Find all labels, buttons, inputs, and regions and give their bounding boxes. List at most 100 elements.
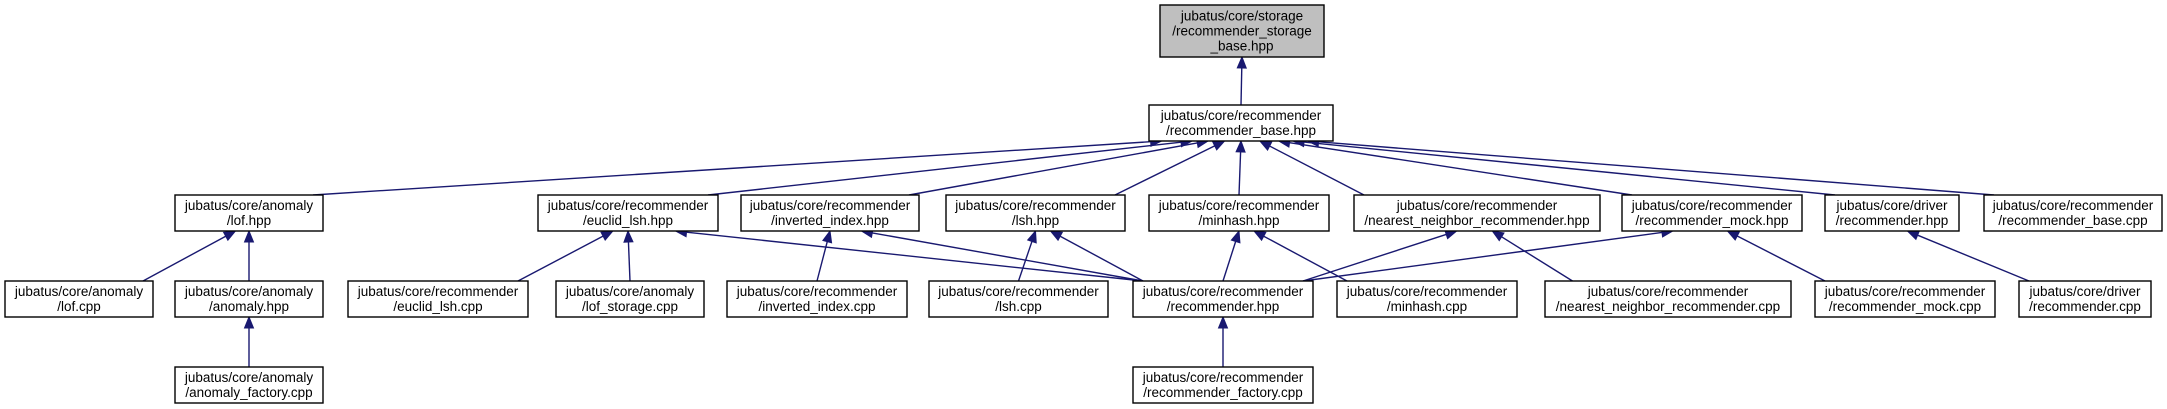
node-box [1132,366,1314,404]
node-label-line: jubatus/core/recommender [954,198,1116,213]
edge-line [627,241,631,282]
arrowhead [1211,140,1226,151]
arrowhead [1235,139,1246,153]
node-driver_rec_cpp[interactable]: jubatus/core/driver/recommender.cpp [2018,280,2152,318]
node-recommender_hpp[interactable]: jubatus/core/recommender/recommender.hpp [1132,280,1314,318]
edge-minhash_cpp-to-minhash_hpp [1252,230,1348,282]
edge-line [1303,141,1836,196]
edge-line [312,140,1151,196]
node-label-line: jubatus/core/anomaly [184,370,314,385]
node-anomaly_lof_hpp[interactable]: jubatus/core/anomaly/lof.hpp [174,194,324,232]
node-label-line: /euclid_lsh.cpp [393,299,482,314]
node-inverted_index_hpp[interactable]: jubatus/core/recommender/inverted_index.… [740,194,920,232]
edge-inverted_index_cpp-to-inverted_index_hpp [816,229,833,282]
node-label-line: jubatus/core/storage [1180,9,1303,24]
edge-line [142,235,227,282]
arrowhead [623,229,634,243]
node-box [928,280,1109,318]
node-box [1132,280,1314,318]
node-label-line: /minhash.hpp [1198,213,1279,228]
node-label-line: jubatus/core/recommender [547,198,709,213]
node-label-line: /anomaly.hpp [209,299,289,314]
node-label-line: jubatus/core/recommender [1631,198,1793,213]
node-label-line: /recommender_mock.cpp [1829,299,1981,314]
edge-line [908,142,1198,196]
edge-minhash_hpp-to-rec_base_hpp [1235,139,1246,196]
node-label-line: jubatus/core/anomaly [14,284,144,299]
node-box [174,366,324,404]
node-label-line: /recommender_storage [1172,24,1312,39]
edge-anomaly_factory_cpp-to-anomaly_hpp [243,315,255,367]
node-box [1544,280,1792,318]
node-box [174,194,324,232]
edge-line [1736,235,1826,282]
arrowhead [1491,230,1505,242]
node-label-line: /nearest_neighbor_recommender.cpp [1556,299,1780,314]
edge-recommender_hpp-to-lsh_hpp [1049,230,1144,282]
edge-anomaly_hpp-to-anomaly_lof_hpp [243,229,255,281]
node-label-line: jubatus/core/recommender [1396,198,1558,213]
node-label-line: jubatus/core/anomaly [565,284,695,299]
node-lof_storage_cpp[interactable]: jubatus/core/anomaly/lof_storage.cpp [555,280,705,318]
node-anomaly_hpp[interactable]: jubatus/core/anomaly/anomaly.hpp [174,280,324,318]
arrowhead [822,229,833,244]
node-label-line: jubatus/core/recommender [357,284,519,299]
node-lsh_hpp[interactable]: jubatus/core/recommender/lsh.hpp [945,194,1126,232]
node-minhash_hpp[interactable]: jubatus/core/recommender/minhash.hpp [1148,194,1330,232]
node-nn_rec_cpp[interactable]: jubatus/core/recommender/nearest_neighbo… [1544,280,1792,318]
node-box [174,280,324,318]
node-box [1336,280,1518,318]
arrowhead [600,230,614,242]
node-label-line: jubatus/core/anomaly [184,198,314,213]
edge-rec_mock_hpp-to-rec_base_hpp [1277,137,1633,196]
node-label-line: /recommender_base.cpp [1998,213,2147,228]
node-label-line: /euclid_lsh.hpp [583,213,673,228]
edge-line [1302,231,1663,282]
node-inverted_index_cpp[interactable]: jubatus/core/recommender/inverted_index.… [726,280,908,318]
node-box [537,194,719,232]
node-rec_base_cpp[interactable]: jubatus/core/recommender/recommender_bas… [1983,194,2163,232]
node-rec_factory_cpp[interactable]: jubatus/core/recommender/recommender_fac… [1132,366,1314,404]
node-lof_cpp[interactable]: jubatus/core/anomaly/lof.cpp [4,280,154,318]
edge-line [816,241,828,282]
node-label-line: jubatus/core/recommender [736,284,898,299]
node-label-line: jubatus/core/recommender [749,198,911,213]
node-label-line: /inverted_index.hpp [771,213,889,228]
edge-line [517,235,604,282]
node-label-line: /lsh.hpp [1012,213,1059,228]
edge-line [1059,235,1144,282]
edge-euclid_lsh_hpp-to-rec_base_hpp [707,137,1194,196]
arrowhead [1906,230,1921,241]
node-label-line: /lof.hpp [227,213,271,228]
node-lsh_cpp[interactable]: jubatus/core/recommender/lsh.cpp [928,280,1109,318]
node-anomaly_factory_cpp[interactable]: jubatus/core/anomaly/anomaly_factory.cpp [174,366,324,404]
node-nn_rec_hpp[interactable]: jubatus/core/recommender/nearest_neighbo… [1353,194,1601,232]
node-rec_mock_hpp[interactable]: jubatus/core/recommender/recommender_moc… [1621,194,1803,232]
edge-line [1263,235,1348,282]
node-box [1148,104,1334,142]
edge-line [1240,67,1243,106]
node-rec_mock_cpp[interactable]: jubatus/core/recommender/recommender_moc… [1814,280,1996,318]
arrowhead [1236,55,1248,69]
node-euclid_lsh_hpp[interactable]: jubatus/core/recommender/euclid_lsh.hpp [537,194,719,232]
arrowhead [1049,230,1064,242]
edge-driver_rec_cpp-to-driver_rec_hpp [1906,230,2030,282]
node-driver_rec_hpp[interactable]: jubatus/core/driver/recommender.hpp [1824,194,1960,232]
node-euclid_lsh_cpp[interactable]: jubatus/core/recommender/euclid_lsh.cpp [347,280,529,318]
node-box [1148,194,1330,232]
node-box [726,280,908,318]
node-minhash_cpp[interactable]: jubatus/core/recommender/minhash.cpp [1336,280,1518,318]
node-label-line: /recommender.cpp [2029,299,2141,314]
node-label-line: /lsh.cpp [995,299,1042,314]
node-label-line: /nearest_neighbor_recommender.hpp [1364,213,1589,228]
node-storage_base[interactable]: jubatus/core/storage/recommender_storage… [1159,4,1325,58]
node-box [555,280,705,318]
node-box [1824,194,1960,232]
node-box [2018,280,2152,318]
edge-line [1114,145,1216,196]
node-rec_base_hpp[interactable]: jubatus/core/recommender/recommender_bas… [1148,104,1334,142]
edge-rec_base_hpp-to-storage_base [1236,55,1248,106]
arrowhead [1217,315,1229,329]
node-label-line: jubatus/core/recommender [1587,284,1749,299]
